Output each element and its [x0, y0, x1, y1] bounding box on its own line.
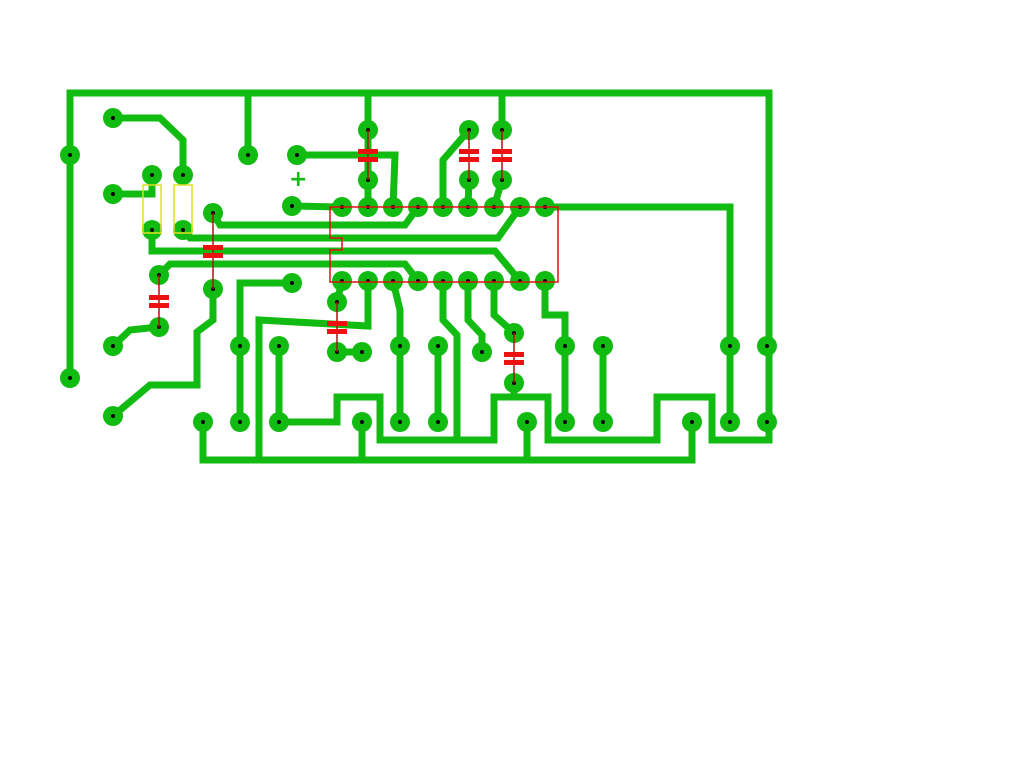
drill-hole [277, 344, 281, 348]
drill-hole [277, 420, 281, 424]
drill-hole [290, 204, 294, 208]
capacitor-plate [149, 295, 169, 300]
drill-hole [398, 344, 402, 348]
drill-hole [765, 344, 769, 348]
capacitor [459, 130, 479, 180]
capacitor-plate [492, 149, 512, 154]
polarity-mark: + [289, 167, 307, 192]
drill-hole [290, 281, 294, 285]
drill-hole [480, 350, 484, 354]
trace [464, 277, 486, 356]
drill-hole [68, 376, 72, 380]
drill-hole [68, 153, 72, 157]
capacitor [358, 130, 378, 180]
trace [439, 125, 474, 211]
drill-hole [360, 420, 364, 424]
drill-hole [436, 344, 440, 348]
trace [148, 226, 525, 286]
capacitor [504, 333, 524, 383]
capacitor-plate [203, 253, 223, 258]
capacitor-plate [459, 157, 479, 162]
drill-hole [728, 344, 732, 348]
trace [109, 114, 187, 179]
capacitors [149, 130, 524, 383]
capacitor-plate [327, 321, 347, 326]
drill-hole [436, 420, 440, 424]
capacitor [149, 275, 169, 327]
drill-hole [238, 420, 242, 424]
drill-hole [563, 344, 567, 348]
drill-hole [525, 420, 529, 424]
capacitor-plate [504, 352, 524, 357]
drill-hole [601, 344, 605, 348]
capacitor-plate [358, 149, 378, 154]
drill-hole [238, 344, 242, 348]
drill-hole [181, 228, 185, 232]
silkscreen-resistors [142, 184, 193, 234]
capacitor-plate [149, 303, 169, 308]
trace [541, 277, 569, 426]
trace [439, 277, 461, 444]
drill-hole [295, 153, 299, 157]
capacitor [327, 302, 347, 352]
drill-hole [181, 173, 185, 177]
drill-hole [601, 420, 605, 424]
ic-outline [329, 206, 559, 283]
drill-hole [150, 228, 154, 232]
capacitor-plate [358, 157, 378, 162]
trace [108, 285, 217, 421]
bottom-bus-trace [199, 418, 696, 464]
drill-hole [111, 344, 115, 348]
drill-hole [563, 420, 567, 424]
drill-hole [246, 153, 250, 157]
drill-hole [360, 350, 364, 354]
capacitor [203, 213, 223, 289]
trace [293, 151, 399, 211]
drill-hole [201, 420, 205, 424]
drill-hole [111, 414, 115, 418]
trace [541, 203, 734, 426]
resistor-outline [142, 184, 162, 234]
drill-hole [150, 173, 154, 177]
capacitor-plate [504, 360, 524, 365]
capacitor [492, 130, 512, 180]
capacitor-plate [327, 329, 347, 334]
top-bus-trace [66, 89, 773, 444]
drill-hole [111, 192, 115, 196]
resistor-outline [173, 184, 193, 234]
capacitor-plate [459, 149, 479, 154]
trace [236, 279, 296, 426]
drill-hole [398, 420, 402, 424]
drill-hole [111, 116, 115, 120]
trace [255, 277, 372, 464]
drill-hole [690, 420, 694, 424]
drill-hole [765, 420, 769, 424]
capacitor-plate [203, 245, 223, 250]
capacitor-plate [492, 157, 512, 162]
drill-hole [728, 420, 732, 424]
